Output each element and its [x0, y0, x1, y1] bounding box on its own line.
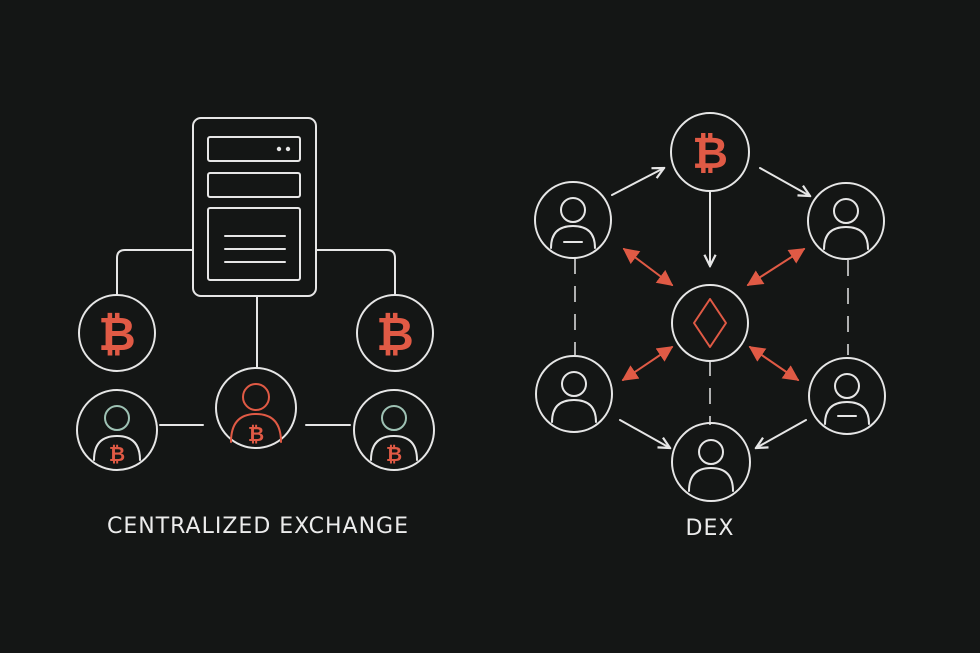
user-icon: [560, 197, 586, 223]
server-to-right-bitcoin-line: [315, 249, 396, 296]
dex-user-bottom-left: [535, 355, 613, 433]
right-user-node: ₿: [353, 389, 435, 471]
arrow-user-to-bottom-right: [756, 419, 807, 448]
right-bitcoin-node: ₿: [356, 294, 434, 372]
centralized-exchange-caption: CENTRALIZED EXCHANGE: [107, 514, 409, 539]
dex-hub-node: [671, 284, 749, 362]
bitcoin-icon: ₿: [386, 442, 402, 466]
dex-user-bottom-right: [808, 357, 886, 435]
bitcoin-icon: ₿: [248, 422, 264, 446]
user-icon: [834, 373, 860, 399]
bitcoin-icon: ₿: [98, 307, 136, 361]
user-icon: [381, 405, 407, 431]
dex-user-bottom: [671, 422, 751, 502]
user-icon: [104, 405, 130, 431]
arrow-user-to-bitcoin: [611, 168, 664, 196]
dex-user-top-left: [534, 181, 612, 259]
left-user-node: ₿: [76, 389, 158, 471]
left-bitcoin-node: ₿: [78, 294, 156, 372]
dex-bitcoin-node: ₿: [670, 112, 750, 192]
swap-arrow-top-right: [746, 248, 806, 286]
bitcoin-icon: ₿: [376, 307, 414, 361]
centralized-exchange-diagram: ₿ ₿ ₿ ₿ ₿: [76, 117, 435, 471]
dex-caption: DEX: [685, 516, 735, 541]
server-to-left-bitcoin-line: [116, 249, 193, 296]
swap-arrow-bottom-left: [621, 346, 674, 381]
swap-arrow-bottom-right: [748, 346, 800, 381]
user-icon: [242, 383, 270, 411]
bitcoin-icon: ₿: [692, 128, 728, 179]
arrow-user-to-bottom: [619, 419, 670, 448]
diamond-icon: [693, 298, 727, 348]
swap-arrow-top-left: [622, 248, 674, 286]
user-icon: [698, 439, 724, 465]
center-user-node: ₿: [215, 367, 297, 449]
user-icon: [561, 371, 587, 397]
user-icon: [833, 198, 859, 224]
server-icon: [192, 117, 317, 297]
dex-user-top-right: [807, 182, 885, 260]
dex-diagram: ₿: [534, 112, 886, 502]
arrow-bitcoin-to-user: [759, 167, 810, 196]
bitcoin-icon: ₿: [109, 442, 125, 466]
